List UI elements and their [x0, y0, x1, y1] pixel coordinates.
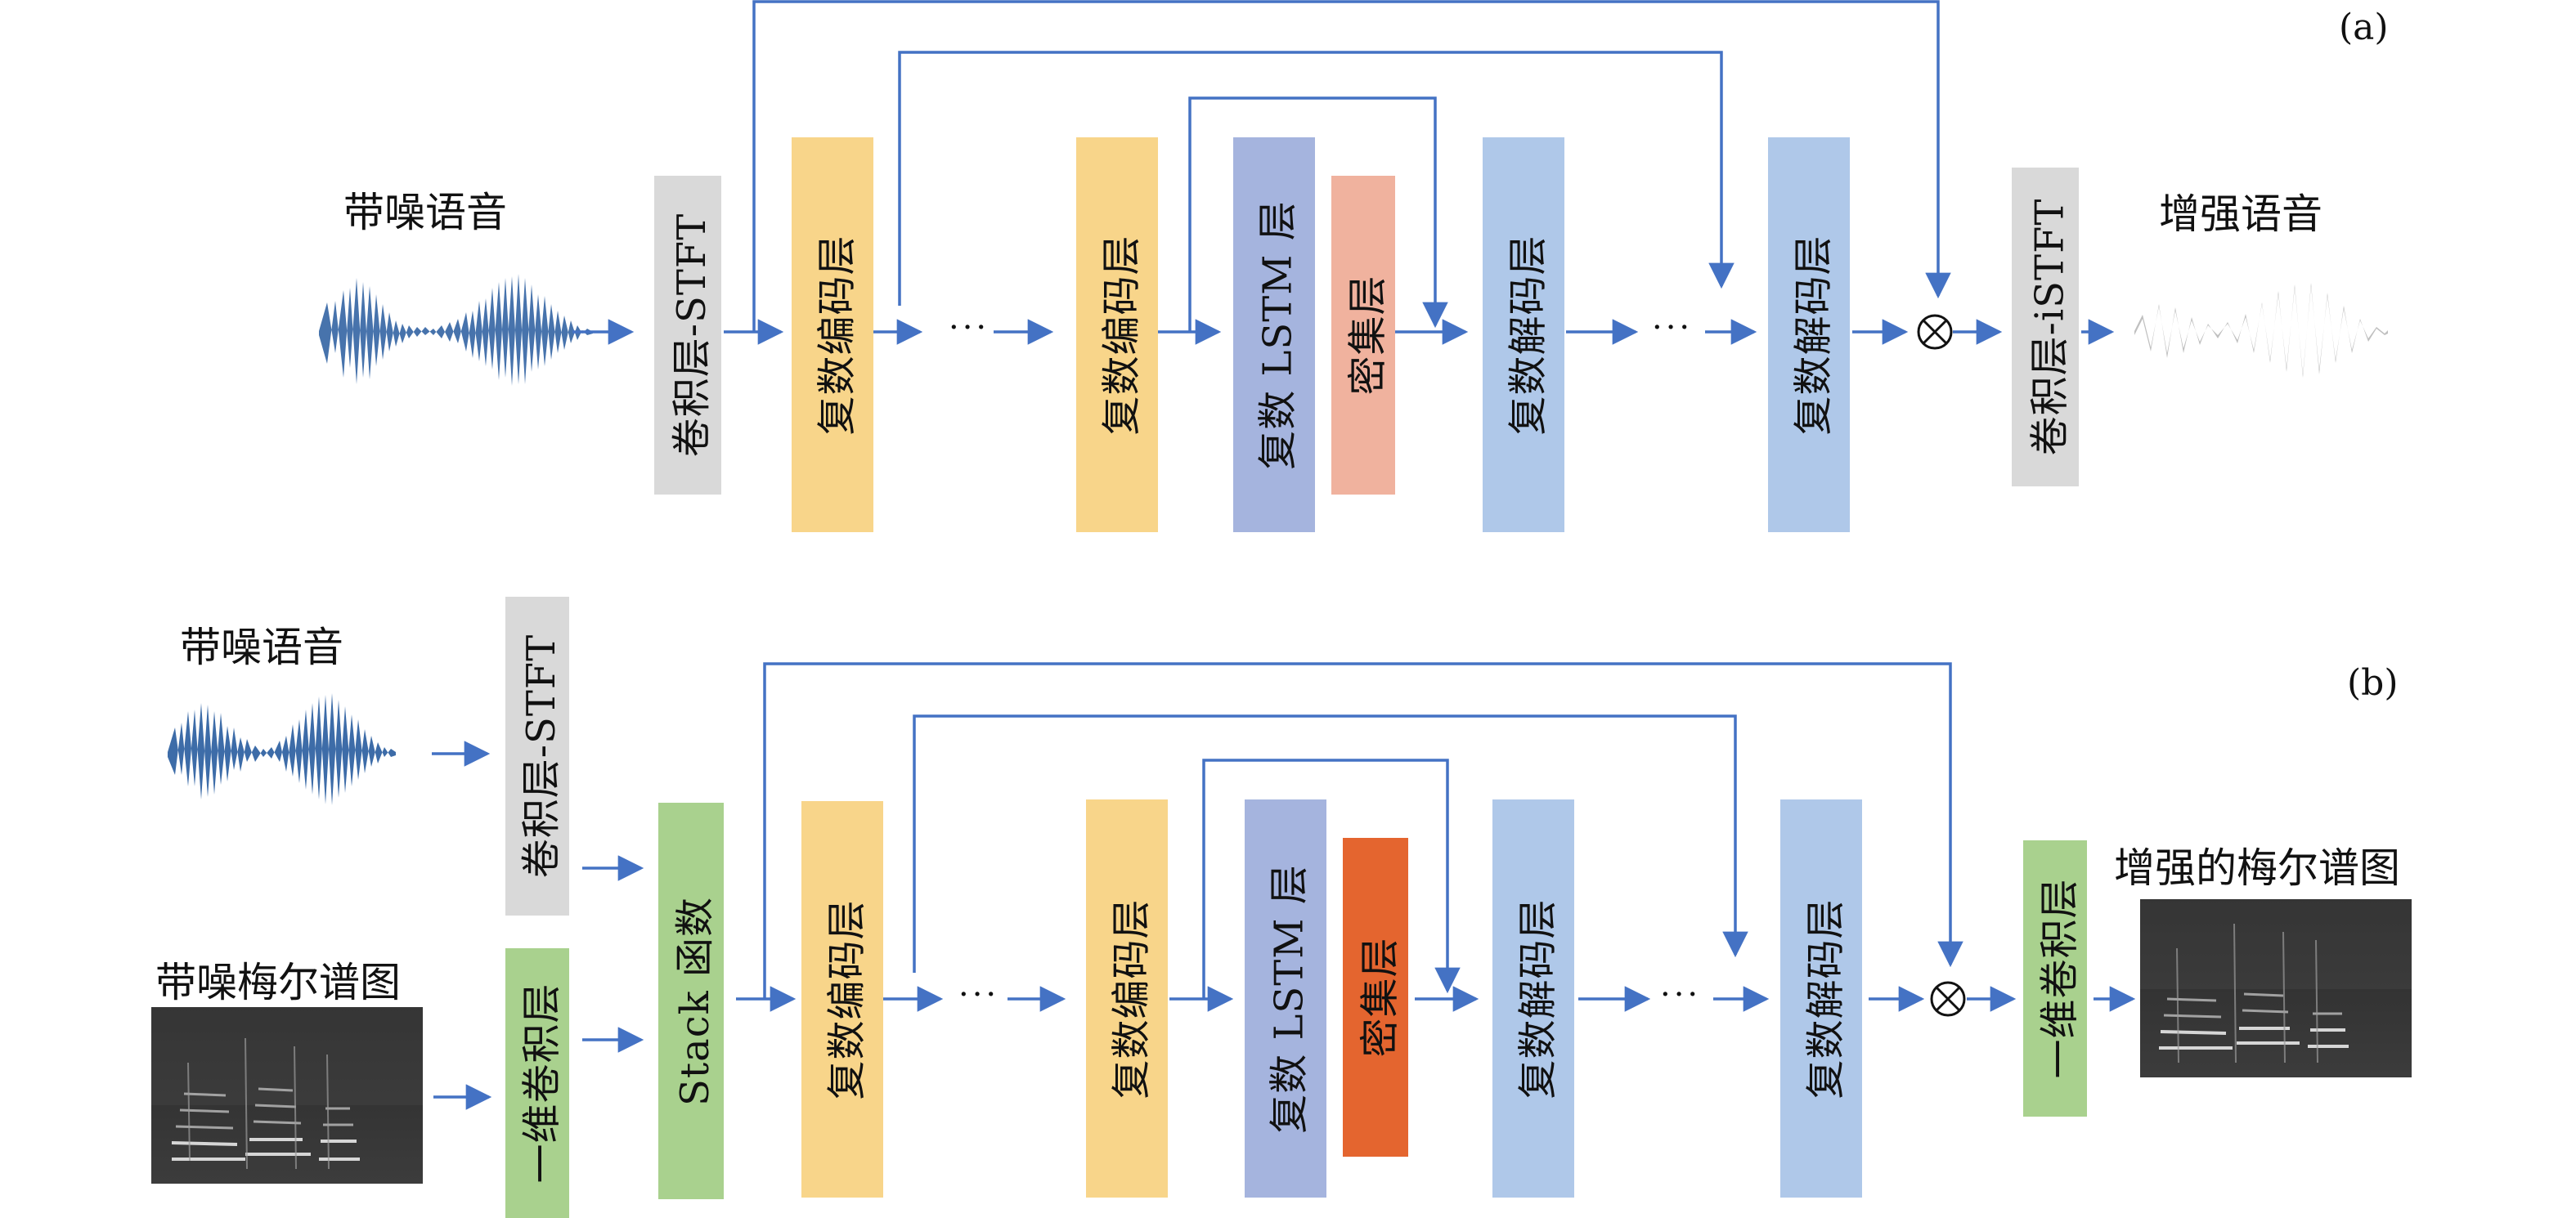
stack-function-label: Stack 函数 — [672, 896, 718, 1106]
dense-label-a: 密集层 — [1344, 275, 1391, 396]
skip-a-middle — [898, 51, 1735, 306]
conv-stft-block-b: 卷积层-STFT — [505, 597, 569, 916]
complex-encoder-block-a-2: 复数编码层 — [1076, 137, 1158, 532]
conv1d-output-block: 一维卷积层 — [2023, 840, 2087, 1117]
noisy-mel-label: 带噪梅尔谱图 — [155, 959, 401, 1006]
ellipsis-a-1: ··· — [949, 309, 990, 347]
skip-connections-a — [752, 0, 1951, 332]
ellipsis-b-1: ··· — [958, 976, 1000, 1014]
complex-decoder-block-b-1: 复数解码层 — [1492, 799, 1574, 1198]
conv1d-output-label: 一维卷积层 — [2036, 878, 2083, 1079]
skip-connections-b — [763, 662, 1963, 999]
conv-stft-label-a: 卷积层-STFT — [669, 213, 716, 458]
conv-stft-label-b: 卷积层-STFT — [518, 634, 565, 879]
multiply-circle-b — [1930, 981, 1966, 1017]
panel-tag-b: (b) — [2347, 662, 2399, 704]
noisy-speech-waveform-b — [168, 693, 396, 805]
complex-decoder-block-b-2: 复数解码层 — [1780, 799, 1862, 1198]
complex-decoder-label-a-2: 复数解码层 — [1790, 234, 1837, 436]
enhanced-mel-label: 增强的梅尔谱图 — [2114, 844, 2400, 892]
enhanced-speech-waveform-a — [2134, 283, 2388, 378]
complex-lstm-block-b: 复数 LSTM 层 — [1245, 799, 1326, 1198]
enhanced-mel-spectrogram — [2140, 899, 2412, 1077]
complex-decoder-block-a-1: 复数解码层 — [1483, 137, 1564, 532]
conv-stft-block-a: 卷积层-STFT — [654, 176, 721, 495]
complex-lstm-label-a: 复数 LSTM 层 — [1255, 199, 1302, 470]
complex-decoder-label-a-1: 复数解码层 — [1505, 234, 1551, 436]
complex-lstm-block-a: 复数 LSTM 层 — [1233, 137, 1315, 532]
skip-b-middle — [913, 714, 1748, 973]
conv-istft-label-a: 卷积层-iSTFT — [2026, 198, 2073, 456]
noisy-speech-waveform-a — [319, 274, 593, 386]
ellipsis-b-2: ··· — [1660, 976, 1702, 1014]
multiply-circle-a — [1917, 314, 1953, 350]
complex-encoder-block-b-2: 复数编码层 — [1086, 799, 1168, 1198]
complex-encoder-label-a-2: 复数编码层 — [1098, 234, 1145, 436]
conv1d-input-label: 一维卷积层 — [518, 983, 565, 1184]
conv1d-input-block: 一维卷积层 — [505, 948, 569, 1218]
dense-block-a: 密集层 — [1331, 176, 1395, 495]
skip-a-inner — [1188, 96, 1448, 332]
conv-istft-block-a: 卷积层-iSTFT — [2012, 168, 2079, 486]
skip-b-outer — [763, 662, 1963, 999]
enhanced-speech-label-a: 增强语音 — [2159, 190, 2322, 238]
noisy-mel-spectrogram — [151, 1007, 423, 1184]
complex-encoder-label-b-2: 复数编码层 — [1108, 898, 1155, 1099]
skip-a-outer — [752, 0, 1951, 332]
dense-block-b: 密集层 — [1343, 838, 1408, 1157]
complex-lstm-label-b: 复数 LSTM 层 — [1267, 863, 1313, 1134]
panel-tag-a: (a) — [2339, 7, 2389, 48]
noisy-speech-label-a: 带噪语音 — [343, 189, 507, 236]
complex-decoder-label-b-1: 复数解码层 — [1515, 898, 1561, 1099]
complex-encoder-block-b-1: 复数编码层 — [801, 801, 883, 1198]
dense-label-b: 密集层 — [1357, 937, 1403, 1058]
complex-decoder-label-b-2: 复数解码层 — [1802, 898, 1849, 1099]
noisy-speech-label-b: 带噪语音 — [180, 624, 343, 671]
skip-b-inner — [1202, 759, 1461, 999]
complex-encoder-label-a-1: 复数编码层 — [814, 234, 860, 436]
stack-function-block: Stack 函数 — [658, 803, 724, 1199]
complex-encoder-block-a-1: 复数编码层 — [792, 137, 873, 532]
complex-decoder-block-a-2: 复数解码层 — [1768, 137, 1850, 532]
ellipsis-a-2: ··· — [1652, 309, 1694, 347]
complex-encoder-label-b-1: 复数编码层 — [824, 898, 870, 1100]
